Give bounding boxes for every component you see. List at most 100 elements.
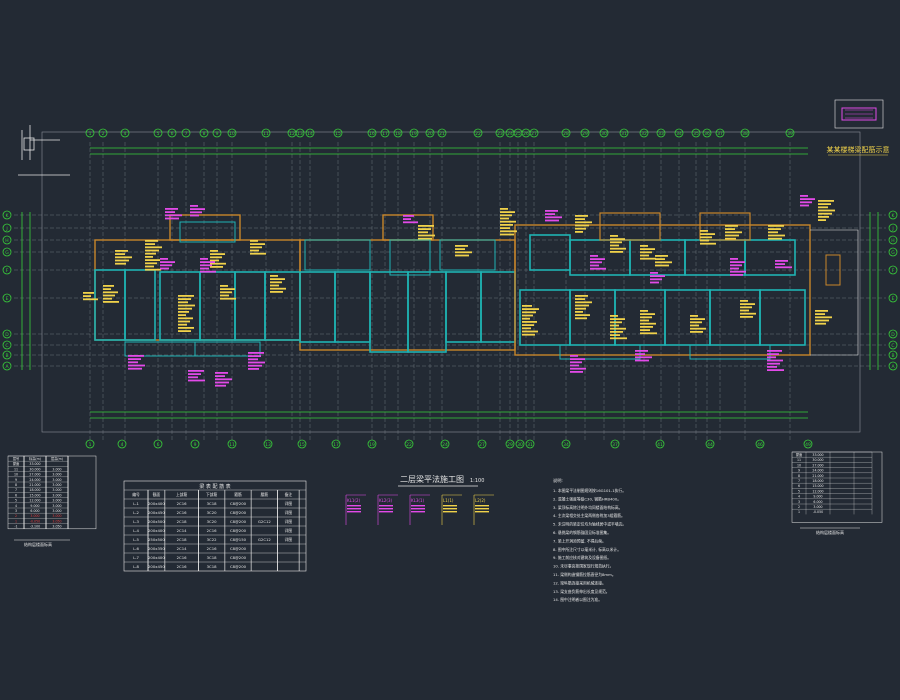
notes-line: 8. 图中所注尺寸以毫米计, 标高以米计。 [553, 547, 621, 552]
beam-label [210, 250, 226, 268]
room-outline [124, 341, 196, 357]
table-cell: G2C12 [258, 537, 271, 542]
axis-bubble: 9 [212, 128, 222, 138]
room-outline [94, 269, 126, 341]
legend-item: L1(1) [441, 494, 462, 525]
beam-label [455, 245, 472, 257]
room-outline [744, 239, 796, 276]
plan-frame [41, 131, 861, 433]
axis-bubble: 29 [580, 128, 590, 138]
room-outline [699, 212, 751, 241]
table-cell: G2C12 [258, 519, 271, 524]
axis-grid [14, 142, 886, 440]
beam-label [590, 255, 606, 270]
axis-bubble: 25 [513, 128, 523, 138]
table-cell: 3C18 [207, 555, 217, 560]
general-notes: 说明:1. 本图梁平法制图规则按16G101-1执行。2. 混凝土强度等级C30… [553, 477, 626, 602]
axis-label: G [891, 250, 895, 256]
axis-label: E [892, 296, 895, 302]
axis-label: 19 [411, 131, 417, 137]
table-cell: 33.000 [29, 462, 40, 466]
table-cell: L-7 [133, 555, 139, 560]
axis-bubble: 28 [561, 128, 571, 138]
table-cell: 2C16 [177, 510, 187, 515]
room-outline [519, 289, 571, 346]
axis-bubble: 46 [755, 439, 765, 449]
notes-line: 14. 图中注明者以图注为准。 [553, 597, 602, 602]
axis-label: J [891, 226, 893, 232]
table-cell: 27.000 [29, 473, 40, 477]
balcony-outline [810, 229, 859, 356]
axis-bubble: H [888, 235, 898, 245]
table-cell: 2C16 [207, 546, 217, 551]
beam-legend: KL1(2)KL2(3)KL3(1)L1(1)L2(2) [345, 494, 494, 525]
beam-label [767, 350, 784, 371]
axis-label: F [892, 268, 895, 274]
axis-label: C [891, 343, 894, 349]
notes-line: 10. 未尽事宜按国家现行规范执行。 [553, 564, 613, 569]
legend-item: KL3(1) [409, 494, 430, 525]
room-outline [407, 271, 447, 353]
table-cell: 3.050 [52, 519, 61, 523]
beam-label [250, 240, 266, 255]
axis-bubble: B [2, 350, 12, 360]
beam-label [403, 215, 418, 224]
floor-plan[interactable] [94, 212, 859, 360]
notes-line: 2. 混凝土强度等级C30, 钢筋HRB400。 [553, 496, 621, 501]
beam-label [128, 355, 145, 370]
beam-annotations [83, 195, 835, 387]
table-cell: 3.000 [52, 473, 61, 477]
table-cell: 详图 [285, 528, 293, 533]
axis-bubble: 10 [227, 128, 237, 138]
table-cell: C8@200 [230, 546, 247, 551]
beam-label [200, 258, 216, 273]
table-cell: 3 [15, 509, 17, 513]
table-cell: 层高(m) [51, 456, 63, 461]
beam-label [655, 255, 672, 267]
table-cell: 12.000 [812, 489, 823, 493]
beam-label [145, 240, 162, 271]
table-cell: 备注 [285, 492, 293, 497]
axis-label: 17 [333, 442, 339, 448]
table-cell: 5 [15, 499, 17, 503]
axis-label: 37 [717, 131, 723, 137]
table-cell: C8@200 [230, 510, 247, 515]
axis-bubble: 6 [167, 128, 177, 138]
table-title: 梁 表 配 筋 表 [199, 483, 230, 490]
table-cell: 详图 [285, 537, 293, 542]
axis-bubble: 41 [655, 439, 665, 449]
axis-bubble: 39 [785, 128, 795, 138]
axis-bubble: 24 [505, 128, 515, 138]
table-cell: 4 [798, 495, 800, 499]
table-cell: 3.000 [52, 499, 61, 503]
table-cell: 24.000 [29, 478, 40, 482]
table-cell: 详图 [285, 501, 293, 506]
axis-bubble: H [2, 235, 12, 245]
room-outline [304, 239, 371, 271]
table-cell: 3.000 [813, 505, 822, 509]
table-cell: 3C22 [207, 537, 217, 542]
axis-label: C [5, 343, 8, 349]
axis-bubble: E [2, 293, 12, 303]
table-cell: L-1 [133, 501, 139, 506]
room-outline [369, 271, 409, 353]
table-cell: 5 [798, 489, 800, 493]
axis-bubble: 15 [333, 128, 343, 138]
axis-label: D [891, 332, 895, 338]
axis-bubble: 13 [263, 439, 273, 449]
room-outline [234, 271, 266, 341]
axis-bubble: 30 [599, 128, 609, 138]
table-cell: 27.000 [812, 463, 823, 467]
axis-bubble: 1 [85, 439, 95, 449]
table-cell: L-8 [133, 564, 139, 569]
axis-bubble: 38 [740, 128, 750, 138]
table-cell: 7 [15, 488, 17, 492]
axis-label: 49 [805, 442, 811, 448]
beam-label [775, 260, 792, 269]
beam-label [635, 350, 652, 362]
table-cell: 9 [798, 469, 800, 473]
axis-label: 25 [515, 131, 521, 137]
